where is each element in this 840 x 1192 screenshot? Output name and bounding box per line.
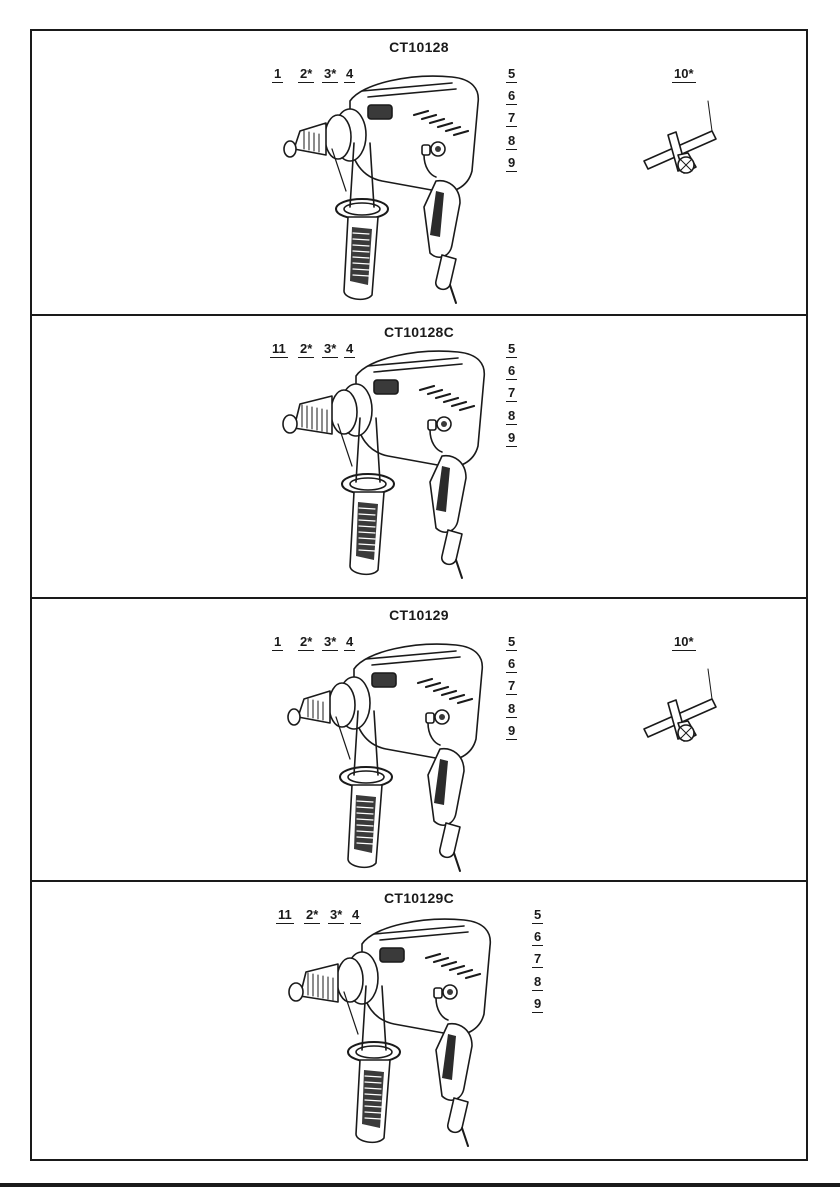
panel-ct10128c: CT10128C 11 2* 3* 4 5 6 7 8 9	[32, 314, 806, 599]
callout-7: 7	[506, 386, 517, 402]
callout-5: 5	[506, 67, 517, 83]
callout-7: 7	[506, 111, 517, 127]
callout-8: 8	[506, 409, 517, 425]
callout-4: 4	[350, 908, 361, 924]
callout-4: 4	[344, 67, 355, 83]
page-bottom-rule	[0, 1183, 840, 1187]
callout-1: 1	[272, 67, 283, 83]
callout-8: 8	[532, 975, 543, 991]
callout-11: 11	[276, 908, 294, 924]
callout-8: 8	[506, 134, 517, 150]
callout-6: 6	[506, 657, 517, 673]
callout-6: 6	[532, 930, 543, 946]
callout-3: 3*	[328, 908, 344, 924]
callout-9: 9	[506, 431, 517, 447]
callout-5: 5	[506, 342, 517, 358]
callout-10: 10*	[672, 67, 696, 83]
callout-10: 10*	[672, 635, 696, 651]
callout-5: 5	[532, 908, 543, 924]
panel-ct10129c: CT10129C 11 2* 3* 4 5 6 7 8 9	[32, 880, 806, 1161]
callout-5: 5	[506, 635, 517, 651]
callout-1: 1	[272, 635, 283, 651]
callout-9: 9	[506, 156, 517, 172]
callout-7: 7	[532, 952, 543, 968]
callout-3: 3*	[322, 635, 338, 651]
callout-8: 8	[506, 702, 517, 718]
callout-7: 7	[506, 679, 517, 695]
callout-3: 3*	[322, 342, 338, 358]
figure-sheet: CT10128 1 2* 3* 4 5 6 7 8 9 10* CT10128C…	[30, 29, 808, 1161]
callout-4: 4	[344, 342, 355, 358]
callout-6: 6	[506, 364, 517, 380]
callout-9: 9	[532, 997, 543, 1013]
callout-2: 2*	[304, 908, 320, 924]
panel-ct10129: CT10129 1 2* 3* 4 5 6 7 8 9 10*	[32, 597, 806, 882]
callout-6: 6	[506, 89, 517, 105]
callout-2: 2*	[298, 342, 314, 358]
drill-illustration	[32, 316, 806, 599]
callout-2: 2*	[298, 67, 314, 83]
drill-illustration	[32, 882, 806, 1161]
panel-ct10128: CT10128 1 2* 3* 4 5 6 7 8 9 10*	[32, 31, 806, 314]
callout-2: 2*	[298, 635, 314, 651]
callout-11: 11	[270, 342, 288, 358]
callout-3: 3*	[322, 67, 338, 83]
callout-9: 9	[506, 724, 517, 740]
callout-4: 4	[344, 635, 355, 651]
